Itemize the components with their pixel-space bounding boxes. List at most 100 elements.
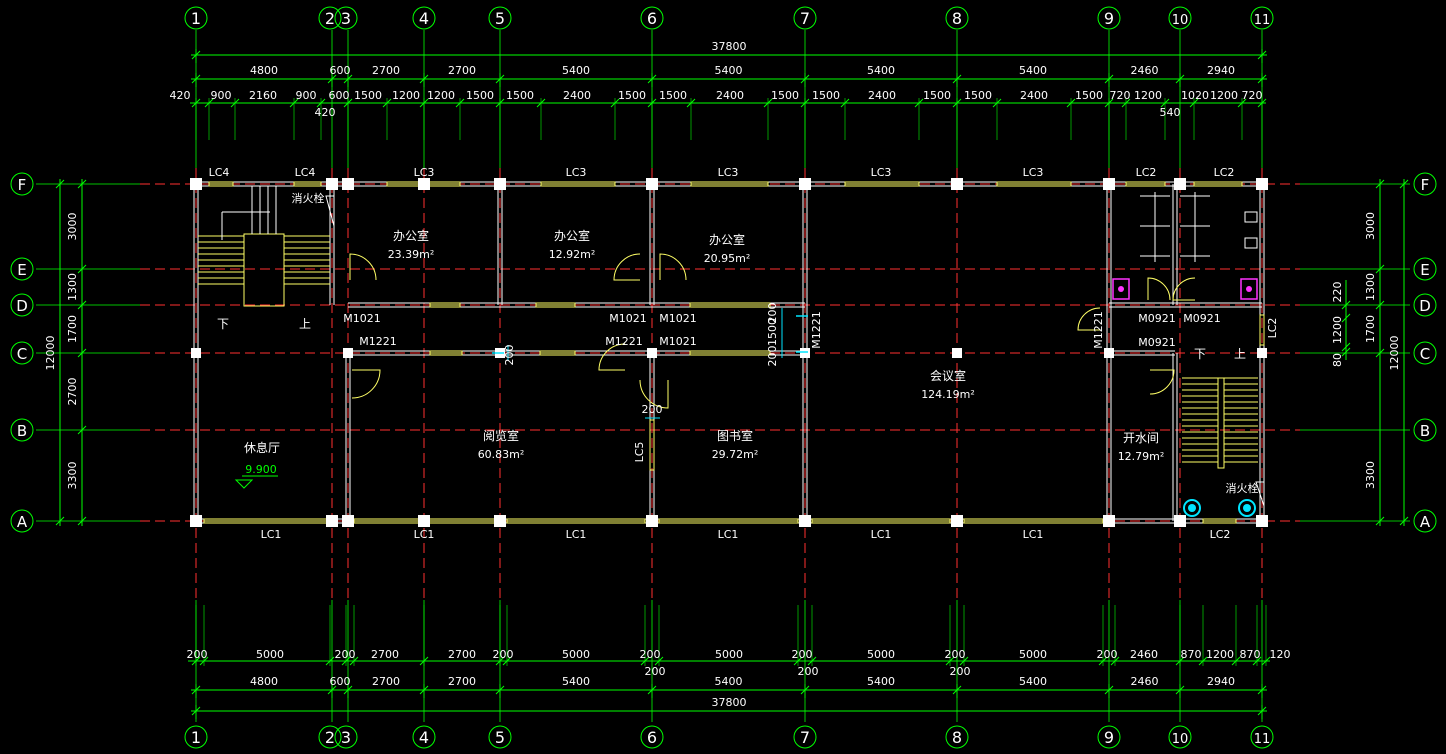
hydrant-label: 消火栓: [292, 191, 325, 205]
mid-vertical-dim: 200: [766, 303, 779, 324]
window-label-top: LC4: [295, 166, 316, 179]
dim-top-detail-value: 1200: [1134, 89, 1162, 102]
room-name: 办公室: [554, 228, 590, 243]
column: [494, 515, 506, 527]
axis-number-3: 3: [341, 728, 351, 747]
door-label: M0921: [1138, 312, 1176, 325]
room-name: 开水间: [1123, 431, 1159, 445]
stair-down-label: 下: [1194, 347, 1206, 361]
column: [1256, 515, 1268, 527]
column: [190, 515, 202, 527]
axis-number-3: 3: [341, 9, 351, 28]
dim-right-total-tick: [1399, 179, 1409, 189]
dim-left-value: 3000: [66, 213, 79, 241]
door-boiler: [1149, 369, 1175, 395]
dim-bottom-detail-value: 200: [335, 648, 356, 661]
dim-bottom-detail-value: 870: [1240, 648, 1261, 661]
column: [1104, 348, 1114, 358]
dim-top-mid-value: 5400: [1019, 64, 1047, 77]
stair2-well: [1217, 377, 1225, 469]
dim-right-inner-tick: [1341, 347, 1351, 357]
axis-bubble-1: [184, 6, 208, 30]
window-label-top: LC4: [209, 166, 230, 179]
dim-bottom-detail-value: 200: [792, 648, 813, 661]
room-name: 办公室: [709, 232, 745, 247]
column: [1103, 178, 1115, 190]
walls: [190, 178, 1268, 527]
column: [326, 515, 338, 527]
dim-right-inner: 1200: [1331, 316, 1344, 344]
door-office2: [613, 253, 641, 281]
axis-number-4: 4: [419, 728, 429, 747]
axis-number-6: 6: [647, 728, 657, 747]
dim-top-detail-value: 720: [1242, 89, 1263, 102]
dim-top-detail-value: 2400: [1020, 89, 1048, 102]
column: [952, 348, 962, 358]
dim-bottom-detail-value: 200: [493, 648, 514, 661]
column: [191, 348, 201, 358]
column: [647, 348, 657, 358]
door-label: M0921: [1183, 312, 1221, 325]
axis-number-9: 9: [1104, 728, 1114, 747]
fixtures: [198, 186, 1265, 517]
dim-right-total-tick: [1399, 516, 1409, 526]
dim-bottom-detail-value: 200: [640, 648, 661, 661]
axis-letter-F: F: [1421, 176, 1430, 194]
window-label-bottom: LC1: [414, 528, 435, 541]
door-label: M1021: [343, 312, 381, 325]
dim-left-total: 12000: [44, 336, 57, 371]
room-area: 124.19m²: [921, 388, 975, 401]
dim-top-detail-value: 1200: [1210, 89, 1238, 102]
axis-bubble-5: [488, 6, 512, 30]
column: [418, 178, 430, 190]
axis-number-9: 9: [1104, 9, 1114, 28]
axis-number-1: 1: [191, 9, 201, 28]
dim-right-inner-tick: [1341, 342, 1351, 352]
dim-right-tick: [1375, 348, 1385, 358]
dim-left-tick: [77, 425, 87, 435]
dim-bottom-mid-value: 5400: [715, 675, 743, 688]
room-area: 60.83m²: [478, 448, 525, 461]
axis-bubble-A: [10, 509, 34, 533]
dim-right-value: 3000: [1364, 212, 1377, 240]
axis-number-11: 11: [1254, 13, 1271, 28]
dim-top-detail-value: 1500: [964, 89, 992, 102]
dim-right-tick: [1375, 300, 1385, 310]
dim-bottom-detail-value: 5000: [867, 648, 895, 661]
column: [799, 178, 811, 190]
dim-bottom-mid-value: 2700: [372, 675, 400, 688]
dim-top-mid-value: 4800: [250, 64, 278, 77]
dim-top-detail-value: 2160: [249, 89, 277, 102]
dim-top-detail-value: 1500: [618, 89, 646, 102]
door-toilet1: [1147, 277, 1171, 301]
dim-top-detail-value: 1500: [354, 89, 382, 102]
axis-letter-F: F: [18, 176, 27, 194]
axis-bubble-B: [10, 418, 34, 442]
dim-top-mid-value: 600: [330, 64, 351, 77]
axis-number-10: 10: [1172, 13, 1189, 28]
axis-bubble-10: [1168, 725, 1192, 749]
dim-bottom-detail-value: 1200: [1206, 648, 1234, 661]
dim-bottom-mid-value: 2940: [1207, 675, 1235, 688]
mid-vertical-dim: 200: [766, 346, 779, 367]
dim-bottom-detail-value: 5000: [715, 648, 743, 661]
hydrant-symbol: [1238, 499, 1256, 517]
column: [1174, 178, 1186, 190]
dim-top-detail-value: 1500: [506, 89, 534, 102]
dim-top-detail-value: 900: [296, 89, 317, 102]
column: [343, 348, 353, 358]
dim-bottom-detail-value: 200: [1097, 648, 1118, 661]
dim-bottom-detail-below: 200: [798, 665, 819, 678]
dim-right-value: 3300: [1364, 461, 1377, 489]
dim-bottom-detail-value: 870: [1181, 648, 1202, 661]
dim-left-value: 1700: [66, 315, 79, 343]
door-label: M1021: [659, 335, 697, 348]
stair-up-label: 上: [1234, 347, 1246, 361]
dim-left-value: 1300: [66, 273, 79, 301]
mop-sink-drain: [1118, 286, 1124, 292]
level-triangle: [234, 479, 254, 489]
axis-number-11: 11: [1254, 732, 1271, 747]
dim-right-tick: [1375, 179, 1385, 189]
small-dim: 200: [503, 345, 516, 366]
room-area: 12.92m²: [549, 248, 596, 261]
